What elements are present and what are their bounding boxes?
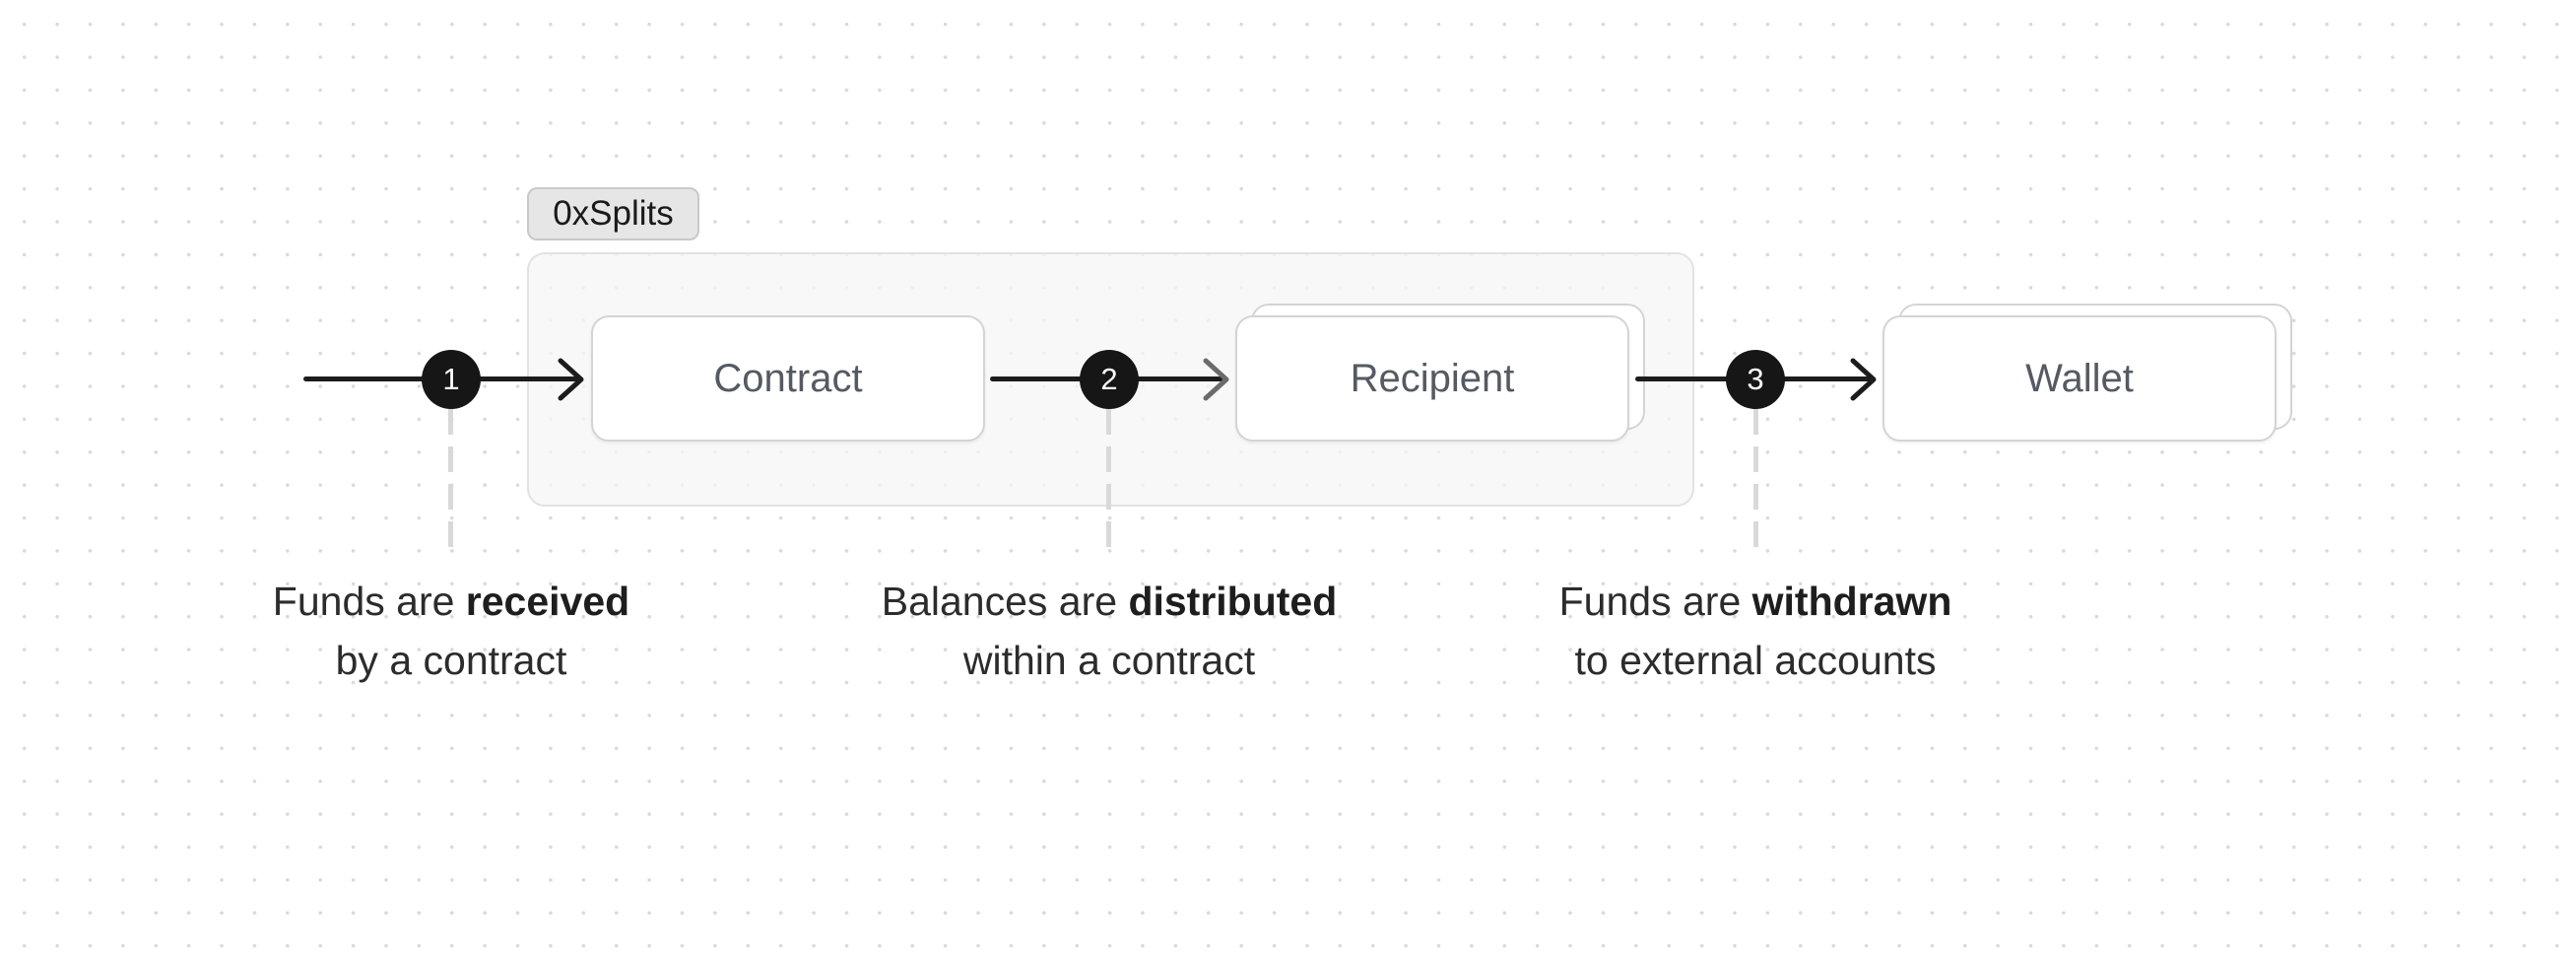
step-2-caption-text: Balances are [881,579,1129,624]
step-3-caption-emphasis: withdrawn [1751,579,1952,624]
arrow-head-icon [1203,358,1229,401]
arrow-head-icon [558,358,584,401]
step-1-leader-line [448,409,453,557]
wallet-node[interactable]: Wallet [1882,315,2277,442]
step-2-caption-line2: within a contract [962,638,1256,683]
step-3-leader-line [1753,409,1758,557]
step-2-caption: Balances are distributed within a contra… [843,572,1375,690]
recipient-node[interactable]: Recipient [1235,315,1629,442]
step-3-caption: Funds are withdrawn to external accounts [1489,572,2021,690]
step-3-badge: 3 [1726,350,1785,409]
step-2-badge: 2 [1080,350,1139,409]
step-1-caption: Funds are received by a contract [185,572,717,690]
splits-group-label: 0xSplits [527,187,699,240]
step-1-badge: 1 [422,350,481,409]
step-1-caption-text: Funds are [272,579,466,624]
step-1-caption-emphasis: received [465,579,630,624]
step-1-caption-line2: by a contract [335,638,567,683]
contract-node[interactable]: Contract [591,315,985,442]
step-2-leader-line [1106,409,1111,557]
step-3-caption-text: Funds are [1558,579,1752,624]
arrow-head-icon [1850,358,1877,401]
step-3-caption-line2: to external accounts [1574,638,1937,683]
step-2-caption-emphasis: distributed [1128,579,1338,624]
